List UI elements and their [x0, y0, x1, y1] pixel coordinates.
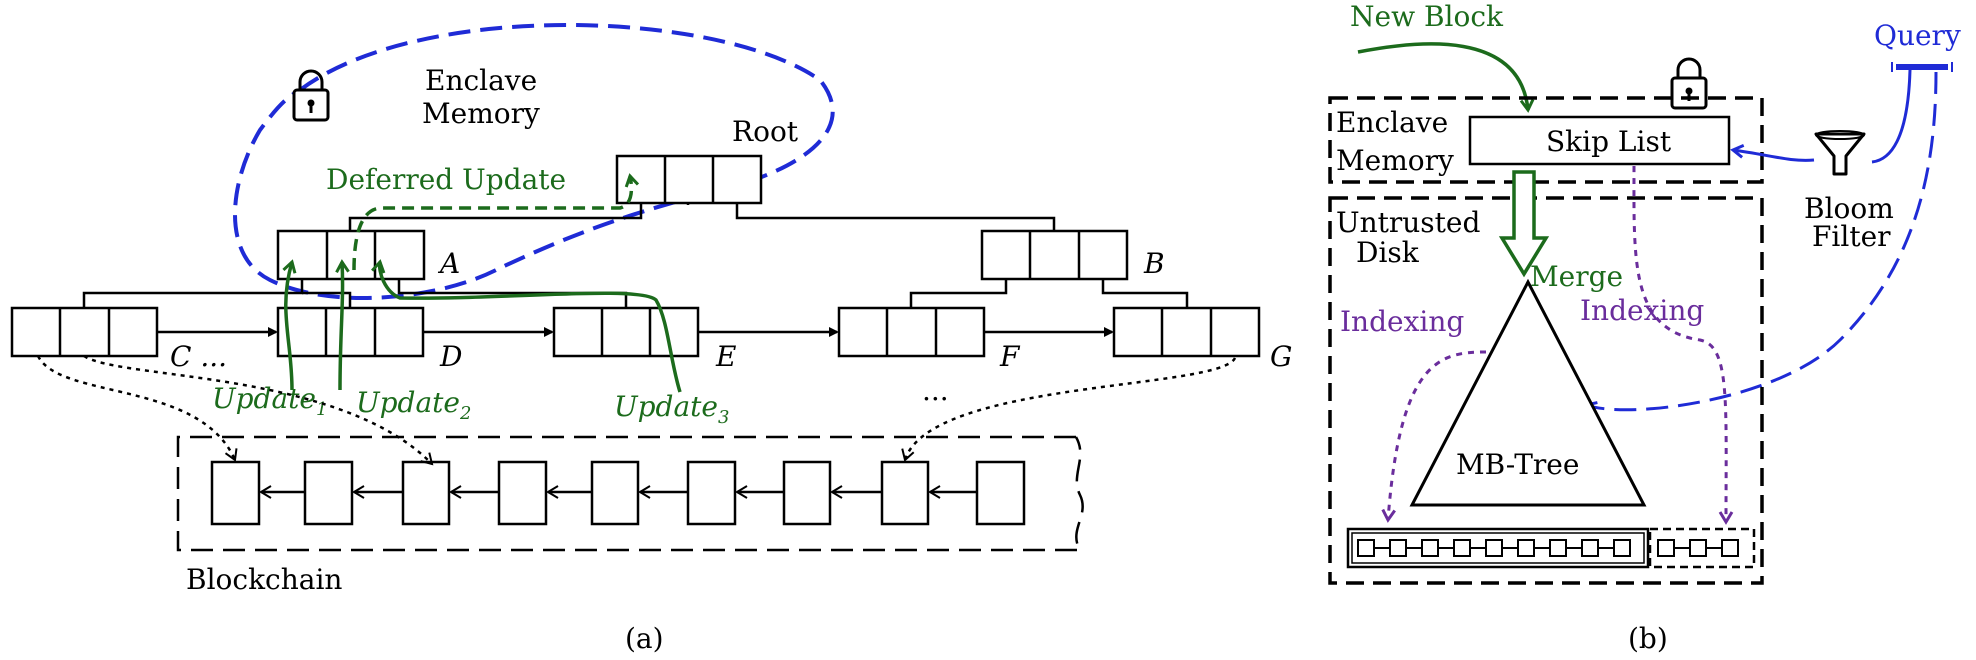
leaf-square: [1357, 539, 1375, 557]
leaf-to-block-pointers: [36, 354, 1237, 466]
indexing-left-label: Indexing: [1340, 305, 1464, 338]
leaf-squares: [1357, 539, 1739, 557]
lock-icon: [292, 69, 330, 122]
leaf-square: [1421, 539, 1439, 557]
node-label-b: B: [1143, 247, 1165, 280]
leaf-square: [1721, 539, 1739, 557]
node-label-e: E: [715, 340, 736, 373]
node-label-c: C ...: [170, 340, 227, 373]
new-block-arrow: [1357, 42, 1535, 113]
enclave-label-a-2: Memory: [422, 97, 540, 130]
update-2-label: Update2: [356, 386, 471, 424]
leaf-square: [1517, 539, 1535, 557]
update-arrows: [282, 259, 682, 393]
bloom-label-2: Filter: [1812, 220, 1891, 253]
indexing-right-arrow: [1632, 165, 1734, 525]
new-block-label: New Block: [1350, 0, 1504, 33]
node-label-a: A: [437, 247, 460, 280]
merge-arrow: [1498, 170, 1550, 278]
leaf-node-c: [10, 306, 159, 358]
panel-a: Enclave Memory Root Deferred Update: [10, 23, 1292, 655]
node-label-g: G: [1270, 340, 1292, 373]
caption-a: (a): [625, 622, 664, 655]
lock-icon: [1670, 57, 1708, 110]
leaf-square: [1581, 539, 1599, 557]
funnel-icon: [1814, 130, 1866, 176]
root-label: Root: [732, 115, 799, 148]
query-to-skiplist-arrow: [1871, 69, 1912, 164]
caption-b: (b): [1628, 622, 1668, 655]
blockchain-blocks: [210, 460, 1026, 526]
blockchain-container: [176, 435, 1084, 552]
root-connectors: [348, 203, 1056, 231]
leaf-square: [1613, 539, 1631, 557]
enclave-label-b-1: Enclave: [1336, 106, 1448, 139]
node-label-f: F: [999, 340, 1021, 373]
deferred-update-label: Deferred Update: [326, 163, 566, 196]
bloom-label-1: Bloom: [1804, 192, 1894, 225]
enclave-memory-box: [1328, 96, 1764, 184]
mbtree-triangle: [1409, 278, 1647, 507]
leaf-square: [1689, 539, 1707, 557]
update-3-label: Update3: [614, 390, 729, 428]
enclave-label-b-2: Memory: [1336, 144, 1454, 177]
leaf-square: [1549, 539, 1567, 557]
enclave-label-a-1: Enclave: [425, 64, 537, 97]
tree-node-a: [276, 229, 426, 281]
bloom-to-skiplist-arrow: [1730, 144, 1815, 162]
skip-list-label: Skip List: [1546, 125, 1672, 158]
leaf-node-d: [276, 306, 425, 358]
leaf-square: [1453, 539, 1471, 557]
indexing-right-label: Indexing: [1580, 294, 1704, 327]
leaf-storage-dashed: [1648, 527, 1756, 569]
leaf-node-g: [1112, 306, 1261, 358]
query-to-mbtree-arrow: [1583, 71, 1938, 415]
blockchain-label: Blockchain: [186, 563, 342, 596]
panel-b: New Block Enclave Memory Skip List Query…: [1328, 0, 1961, 655]
tree-node-b: [980, 229, 1129, 281]
query-label: Query: [1874, 19, 1961, 52]
untrusted-disk-box: [1328, 196, 1764, 585]
leaf-square: [1657, 539, 1675, 557]
mbtree-label: MB-Tree: [1456, 448, 1579, 481]
leaf-square: [1389, 539, 1407, 557]
tree-node-root: [615, 154, 763, 205]
indexing-left-arrow: [1381, 350, 1487, 523]
deferred-update-arrow: [352, 173, 640, 271]
node-label-d: D: [439, 340, 462, 373]
leaf-node-f: [837, 306, 986, 358]
update-1-label: Update1: [212, 382, 327, 420]
leaf-node-e: [552, 306, 700, 358]
leaf-square: [1485, 539, 1503, 557]
untrusted-label-1: Untrusted: [1336, 206, 1480, 239]
ellipsis-label: ...: [922, 374, 949, 407]
enclave-memory-boundary: [233, 23, 835, 300]
skip-list-box: [1468, 115, 1731, 166]
untrusted-label-2: Disk: [1356, 236, 1420, 269]
internal-to-leaf-connectors: [82, 279, 1189, 308]
merge-label: Merge: [1530, 260, 1623, 293]
